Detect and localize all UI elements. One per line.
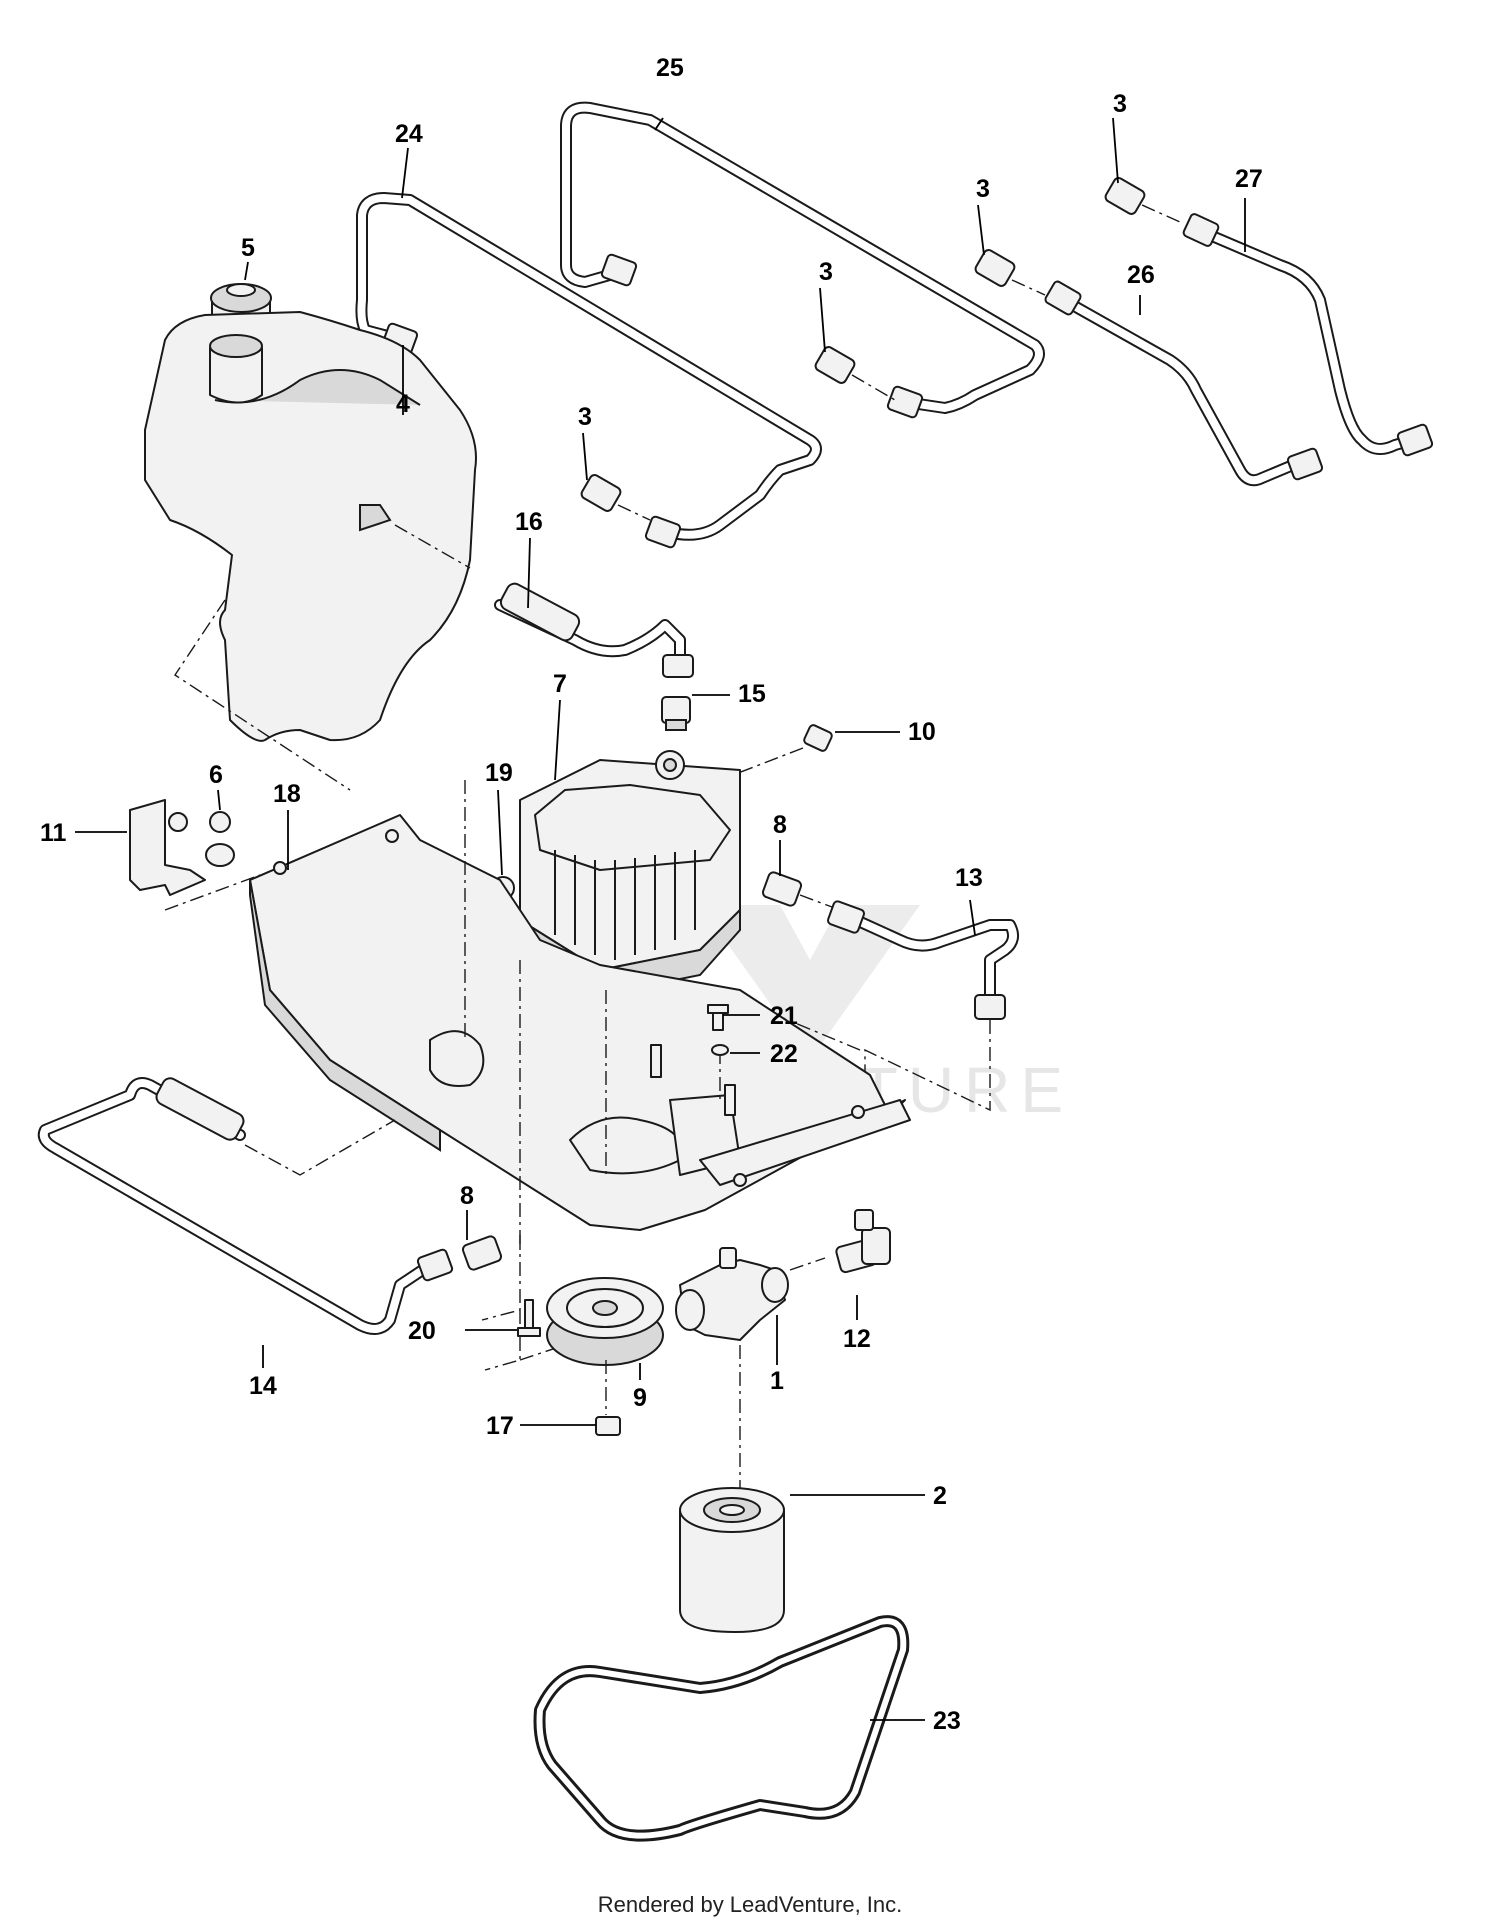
callout-3-d: 3 xyxy=(1113,90,1127,118)
hydraulic-line-26 xyxy=(1044,280,1324,487)
watermark-logo-icon xyxy=(700,905,920,1060)
callout-16: 16 xyxy=(515,508,543,536)
washer-22 xyxy=(711,1044,729,1056)
callout-15: 15 xyxy=(738,680,766,708)
nut-17 xyxy=(595,1416,621,1436)
callout-6: 6 xyxy=(209,761,223,789)
callout-3-c: 3 xyxy=(976,175,990,203)
footer-credit: Rendered by LeadVenture, Inc. xyxy=(597,1892,903,1917)
callout-7: 7 xyxy=(553,670,567,698)
hydraulic-line-25 xyxy=(560,101,1045,419)
bracket-11 xyxy=(129,799,206,896)
pulley-9 xyxy=(546,1277,664,1366)
oil-filter-2 xyxy=(679,1487,785,1633)
callout-10: 10 xyxy=(908,718,936,746)
callout-labels: 25 24 3 27 3 5 26 3 4 3 16 7 15 10 19 6 … xyxy=(40,54,1263,1735)
hydraulic-line-13 xyxy=(826,900,1020,1020)
elbow-fitting-12 xyxy=(835,1209,891,1274)
callout-1: 1 xyxy=(770,1367,784,1395)
callout-8-upper: 8 xyxy=(773,811,787,839)
callout-24: 24 xyxy=(395,120,423,148)
callout-5: 5 xyxy=(241,234,255,262)
leader-lines xyxy=(75,117,1246,1721)
callout-17: 17 xyxy=(486,1412,514,1440)
callout-23: 23 xyxy=(933,1707,961,1735)
bolt-21 xyxy=(707,1004,729,1031)
hydraulic-line-27 xyxy=(1182,213,1434,457)
hydraulic-line-14 xyxy=(37,1077,454,1335)
callout-13: 13 xyxy=(955,864,983,892)
callout-8-lower: 8 xyxy=(460,1182,474,1210)
hose-16 xyxy=(494,582,694,678)
callout-19: 19 xyxy=(485,759,513,787)
callout-26: 26 xyxy=(1127,261,1155,289)
fitting-15 xyxy=(661,696,691,731)
callout-3-a: 3 xyxy=(578,403,592,431)
filter-head-1 xyxy=(675,1247,789,1341)
fitting-3-c xyxy=(974,249,1016,287)
callout-22: 22 xyxy=(770,1040,798,1068)
callout-9: 9 xyxy=(633,1384,647,1412)
callout-11: 11 xyxy=(40,819,67,847)
hydraulic-line-24 xyxy=(355,192,822,549)
fitting-10 xyxy=(803,724,833,752)
bolt-20 xyxy=(517,1299,541,1337)
callout-21: 21 xyxy=(770,1002,798,1030)
hydraulic-pump-7 xyxy=(519,750,741,997)
callout-20: 20 xyxy=(408,1317,436,1345)
callout-3-b: 3 xyxy=(819,258,833,286)
fitting-3-d xyxy=(1104,177,1146,215)
callout-25: 25 xyxy=(656,54,684,82)
drive-belt-23 xyxy=(533,1615,910,1842)
callout-27: 27 xyxy=(1235,165,1263,193)
fitting-8-lower xyxy=(461,1235,503,1271)
callout-18: 18 xyxy=(273,780,301,808)
callout-12: 12 xyxy=(843,1325,871,1353)
plug-cap xyxy=(205,843,235,867)
callout-2: 2 xyxy=(933,1482,947,1510)
nut-6 xyxy=(209,811,231,833)
reservoir-tank-4 xyxy=(144,311,477,791)
fitting-3-b xyxy=(814,346,856,384)
fitting-3-a xyxy=(580,474,622,512)
fitting-8-upper xyxy=(761,871,803,907)
mounting-plate-18 xyxy=(249,814,911,1231)
callout-14: 14 xyxy=(249,1372,277,1400)
callout-4: 4 xyxy=(396,390,410,418)
